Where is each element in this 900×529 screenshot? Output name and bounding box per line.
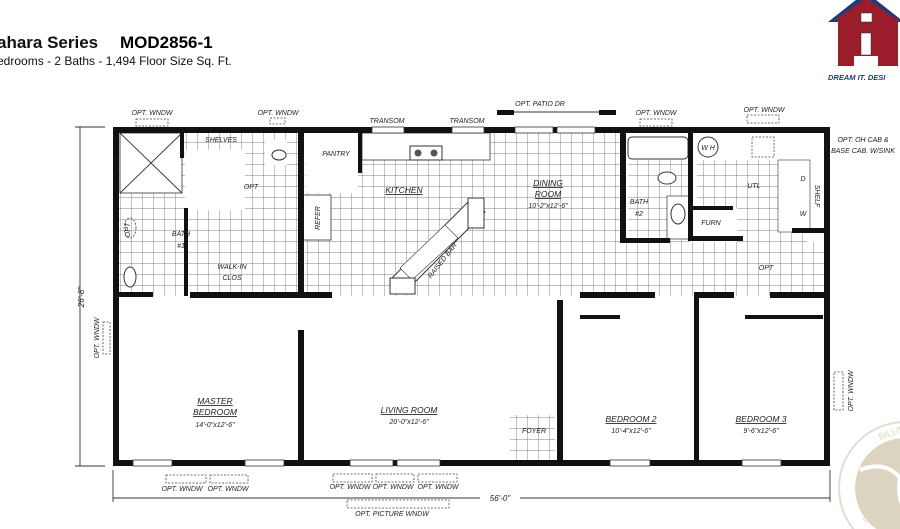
depth-dimension: 26'-8": [77, 286, 86, 309]
bath-1-label: BATH: [172, 231, 191, 238]
bath-2-label: #2: [635, 211, 643, 218]
bedroom-2-size: 10'-4"x12'-6": [611, 428, 651, 435]
water-heater-label: W H: [701, 145, 716, 152]
refrigerator-label: REFER: [315, 206, 322, 230]
patio-door-label: OPT. PATIO DR: [515, 101, 565, 108]
bedroom-3-label: BEDROOM 3: [735, 414, 786, 424]
walk-in-closet-label: CLOS: [222, 275, 241, 282]
opt-window-label: OPT. WNDW: [636, 110, 678, 117]
tile-floor: [119, 132, 824, 466]
master-bedroom-label: MASTER: [197, 396, 232, 406]
opt-label: OPT: [759, 265, 774, 272]
opt-window-label: OPT. WNDW: [208, 486, 250, 493]
dryer-label: D: [800, 176, 805, 183]
washer-label: W: [800, 211, 808, 218]
home-summary: edrooms - 2 Baths - 1,494 Floor Size Sq.…: [0, 54, 232, 68]
opt-window-label: OPT. WNDW: [848, 369, 855, 411]
shelf-label: SHELF: [813, 185, 820, 208]
logo-tagline: DREAM IT. DESI: [828, 73, 886, 82]
opt-label: OPT: [244, 184, 259, 191]
opt-window-label: OPT. WNDW: [132, 110, 174, 117]
company-logo: DREAM IT. DESI: [828, 0, 900, 82]
realtor-seal-watermark: BILLINGS ASS OF REA: [838, 412, 900, 529]
opt-window-label: OPT. WNDW: [162, 486, 204, 493]
bath-1-label: #1: [177, 243, 185, 250]
bedroom-2-label: BEDROOM 2: [605, 414, 656, 424]
opt-window-label: OPT. WNDW: [258, 110, 300, 117]
opt-window-label: OPT. WNDW: [744, 107, 786, 114]
series-title: ahara Series: [0, 33, 99, 52]
opt-window-label: OPT. WNDW: [330, 484, 372, 491]
windows: [102, 110, 844, 509]
dimension-lines: [75, 126, 831, 502]
model-number: MOD2856-1: [120, 33, 213, 52]
length-dimension: 56'-0": [490, 494, 512, 503]
bath-2-label: BATH: [630, 199, 649, 206]
opt-tub-label: OPT: [125, 222, 132, 237]
kitchen-label: KITCHEN: [385, 185, 423, 195]
dining-room-label: DINING: [533, 178, 563, 188]
oh-cab-label: BASE CAB. W/SINK: [831, 148, 895, 155]
exterior-labels: OPT. WNDW OPT. WNDW TRANSOM TRANSOM OPT.…: [94, 101, 895, 518]
dining-room-label: ROOM: [535, 189, 562, 199]
furnace-label: FURN: [701, 220, 721, 227]
picture-window-label: OPT. PICTURE WNDW: [355, 511, 430, 518]
shelves-label: SHELVES: [205, 137, 237, 144]
transom-label: TRANSOM: [370, 118, 405, 125]
opt-window-label: OPT. WNDW: [418, 484, 460, 491]
master-bedroom-size: 14'-0"x12'-6": [195, 422, 235, 429]
master-bedroom-label: BEDROOM: [193, 407, 238, 417]
foyer-label: FOYER: [522, 428, 546, 435]
living-room-label: LIVING ROOM: [381, 405, 439, 415]
pantry-label: PANTRY: [322, 151, 351, 158]
opt-window-label: OPT. WNDW: [94, 316, 101, 358]
oh-cab-label: OPT. OH CAB &: [837, 137, 888, 144]
walk-in-closet-label: WALK-IN: [217, 264, 247, 271]
living-room-size: 20'-0"x12'-6": [388, 419, 429, 426]
utility-label: UTL: [747, 183, 760, 190]
bedroom-3-size: 9'-6"x12'-6": [743, 428, 779, 435]
opt-window-label: OPT. WNDW: [373, 484, 415, 491]
dining-room-size: 10'-2"x12'-6": [528, 203, 568, 210]
transom-label: TRANSOM: [450, 118, 485, 125]
